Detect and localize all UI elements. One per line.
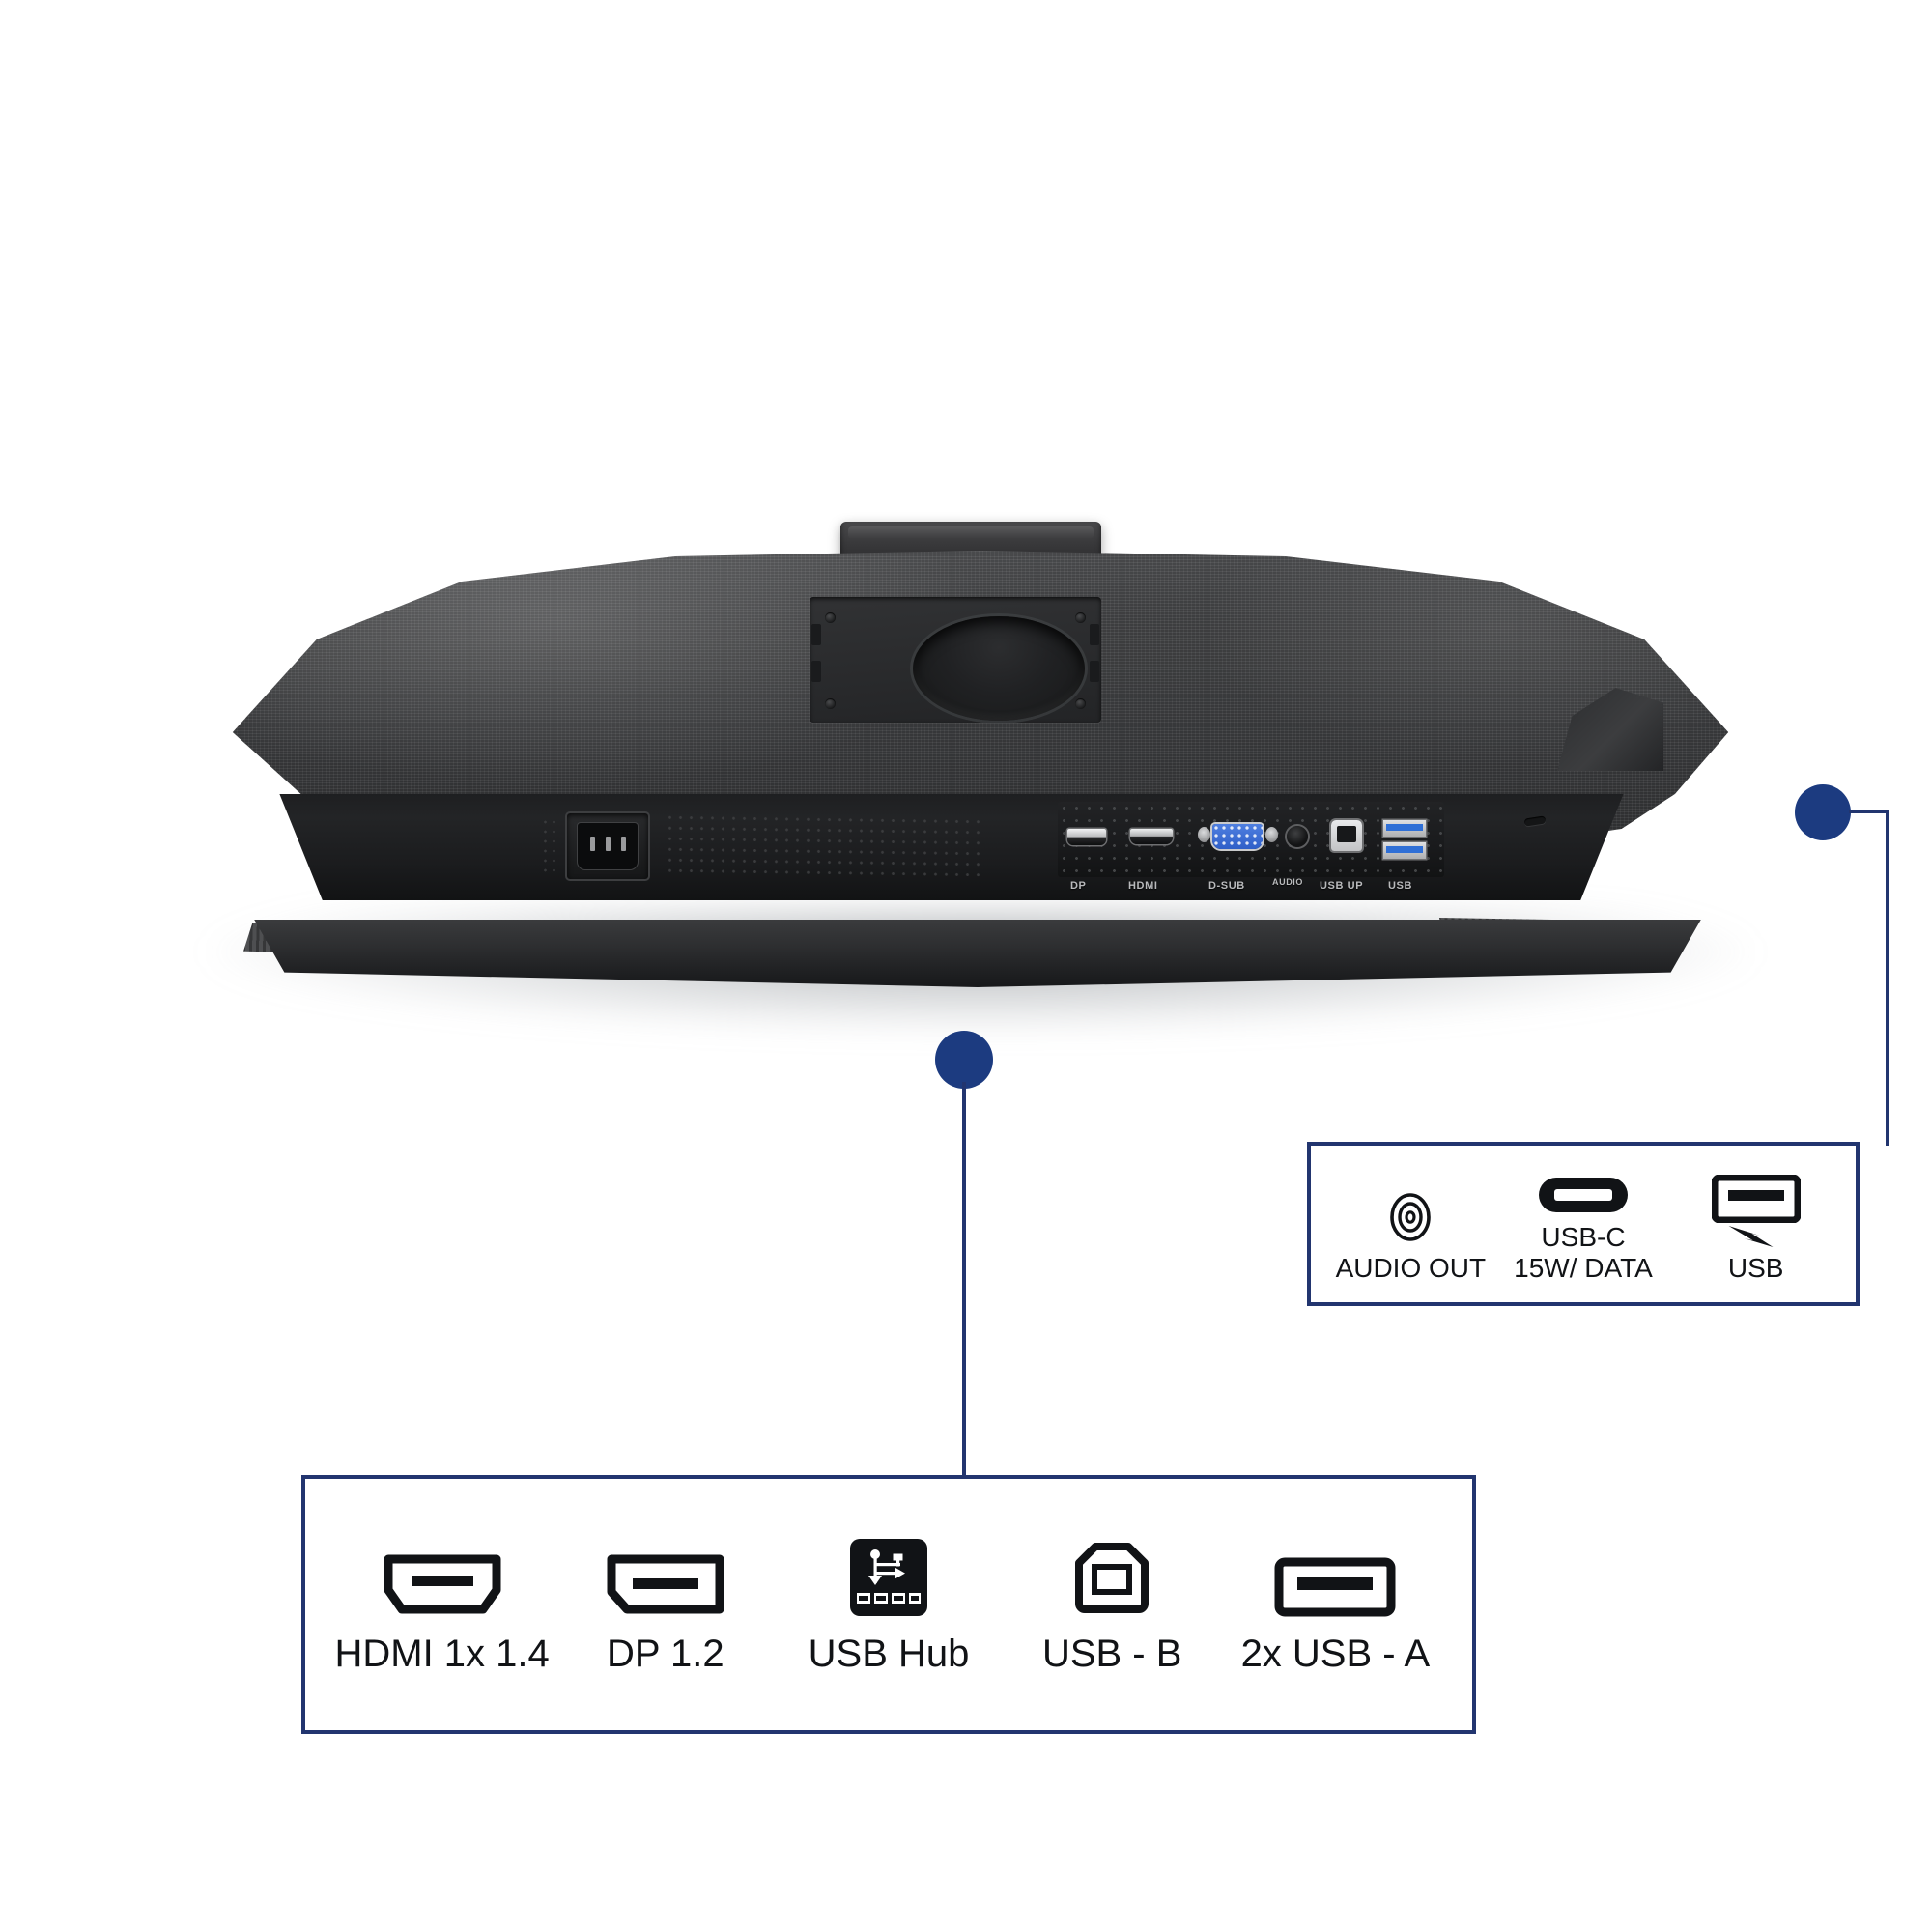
callout-label-usb-b: USB - B bbox=[1041, 1633, 1182, 1676]
vga-dsub-port bbox=[1212, 824, 1263, 849]
monitor-bottom-lip bbox=[254, 920, 1701, 987]
callout-item-displayport[interactable]: DP 1.2 bbox=[554, 1538, 777, 1676]
callout-item-hdmi[interactable]: HDMI 1x 1.4 bbox=[330, 1538, 554, 1676]
side-io-item-list: AUDIO OUT USB-C 15W/ DATA bbox=[1311, 1146, 1856, 1302]
vga-thumbscrew bbox=[1198, 827, 1210, 842]
hdmi-port-icon bbox=[383, 1538, 502, 1617]
vesa-screw bbox=[825, 698, 836, 709]
lightning-bolt-icon bbox=[1728, 1225, 1774, 1247]
displayport-label: DP bbox=[1070, 880, 1087, 892]
audio-jack-icon bbox=[1382, 1181, 1438, 1245]
callout-leader-horizontal-right bbox=[1849, 810, 1889, 813]
audio-label: AUDIO bbox=[1272, 877, 1303, 887]
callout-item-usb-power[interactable]: USB bbox=[1669, 1164, 1842, 1283]
vga-thumbscrew bbox=[1265, 827, 1278, 842]
ac-power-inlet bbox=[565, 811, 650, 881]
callout-item-usb-c[interactable]: USB-C 15W/ DATA bbox=[1497, 1151, 1670, 1283]
stand-socket-recess bbox=[913, 616, 1085, 721]
audio-out-port bbox=[1287, 826, 1308, 847]
vent-dots-left bbox=[541, 817, 556, 873]
vesa-screw bbox=[825, 612, 836, 623]
usb-up-label: USB UP bbox=[1320, 880, 1364, 892]
displayport-icon bbox=[606, 1538, 725, 1617]
callout-leader-vertical-right bbox=[1886, 810, 1889, 1146]
hdmi-label: HDMI bbox=[1128, 880, 1158, 892]
ac-pin bbox=[606, 837, 611, 851]
ventilation-grid bbox=[665, 811, 983, 877]
vesa-screw bbox=[1075, 612, 1086, 623]
product-illustration: DP HDMI D-SUB AUDIO USB UP USB bbox=[208, 522, 1753, 1034]
vesa-hook bbox=[811, 624, 821, 645]
ac-inlet-cavity bbox=[577, 822, 639, 870]
callout-dot-side-io bbox=[1795, 784, 1851, 840]
side-io-callout-box: AUDIO OUT USB-C 15W/ DATA bbox=[1307, 1142, 1860, 1306]
rear-io-callout-box: HDMI 1x 1.4 DP 1.2 bbox=[301, 1475, 1476, 1734]
ac-pin bbox=[621, 837, 626, 851]
usb-hub-icon bbox=[849, 1538, 928, 1617]
callout-item-usb-a[interactable]: 2x USB - A bbox=[1224, 1538, 1447, 1676]
displayport-port bbox=[1067, 829, 1106, 845]
callout-label-usb-hub: USB Hub bbox=[808, 1633, 970, 1676]
usb-a-port bbox=[1383, 842, 1426, 859]
callout-leader-vertical-bottom bbox=[962, 1082, 966, 1478]
callout-label-displayport: DP 1.2 bbox=[607, 1633, 724, 1676]
usb-label: USB bbox=[1388, 880, 1413, 892]
dsub-label: D-SUB bbox=[1208, 880, 1245, 892]
vesa-hook bbox=[1090, 624, 1099, 645]
callout-label-usb-power: USB bbox=[1727, 1252, 1784, 1283]
callout-label-usb-c: USB-C 15W/ DATA bbox=[1514, 1222, 1653, 1283]
callout-item-audio-out[interactable]: AUDIO OUT bbox=[1324, 1181, 1497, 1283]
callout-item-usb-b[interactable]: USB - B bbox=[1001, 1538, 1224, 1676]
vesa-screw bbox=[1075, 698, 1086, 709]
usb-b-upstream-port bbox=[1331, 820, 1362, 851]
hdmi-port bbox=[1130, 829, 1173, 844]
ac-pin bbox=[590, 837, 595, 851]
callout-item-usb-hub[interactable]: USB Hub bbox=[777, 1538, 1000, 1676]
usb-a-port bbox=[1383, 820, 1426, 837]
vesa-hook bbox=[1090, 661, 1099, 682]
callout-label-hdmi: HDMI 1x 1.4 bbox=[334, 1633, 550, 1676]
usb-a-port-icon bbox=[1274, 1538, 1396, 1617]
usb-c-port-icon bbox=[1537, 1151, 1630, 1214]
callout-label-usb-a: 2x USB - A bbox=[1240, 1633, 1431, 1676]
callout-dot-rear-io bbox=[935, 1031, 993, 1089]
usb-b-port-icon bbox=[1074, 1538, 1150, 1617]
rear-io-item-list: HDMI 1x 1.4 DP 1.2 bbox=[305, 1479, 1472, 1730]
callout-label-audio-out: AUDIO OUT bbox=[1335, 1252, 1487, 1283]
vesa-hook bbox=[811, 661, 821, 682]
usb-power-icon bbox=[1711, 1164, 1802, 1247]
